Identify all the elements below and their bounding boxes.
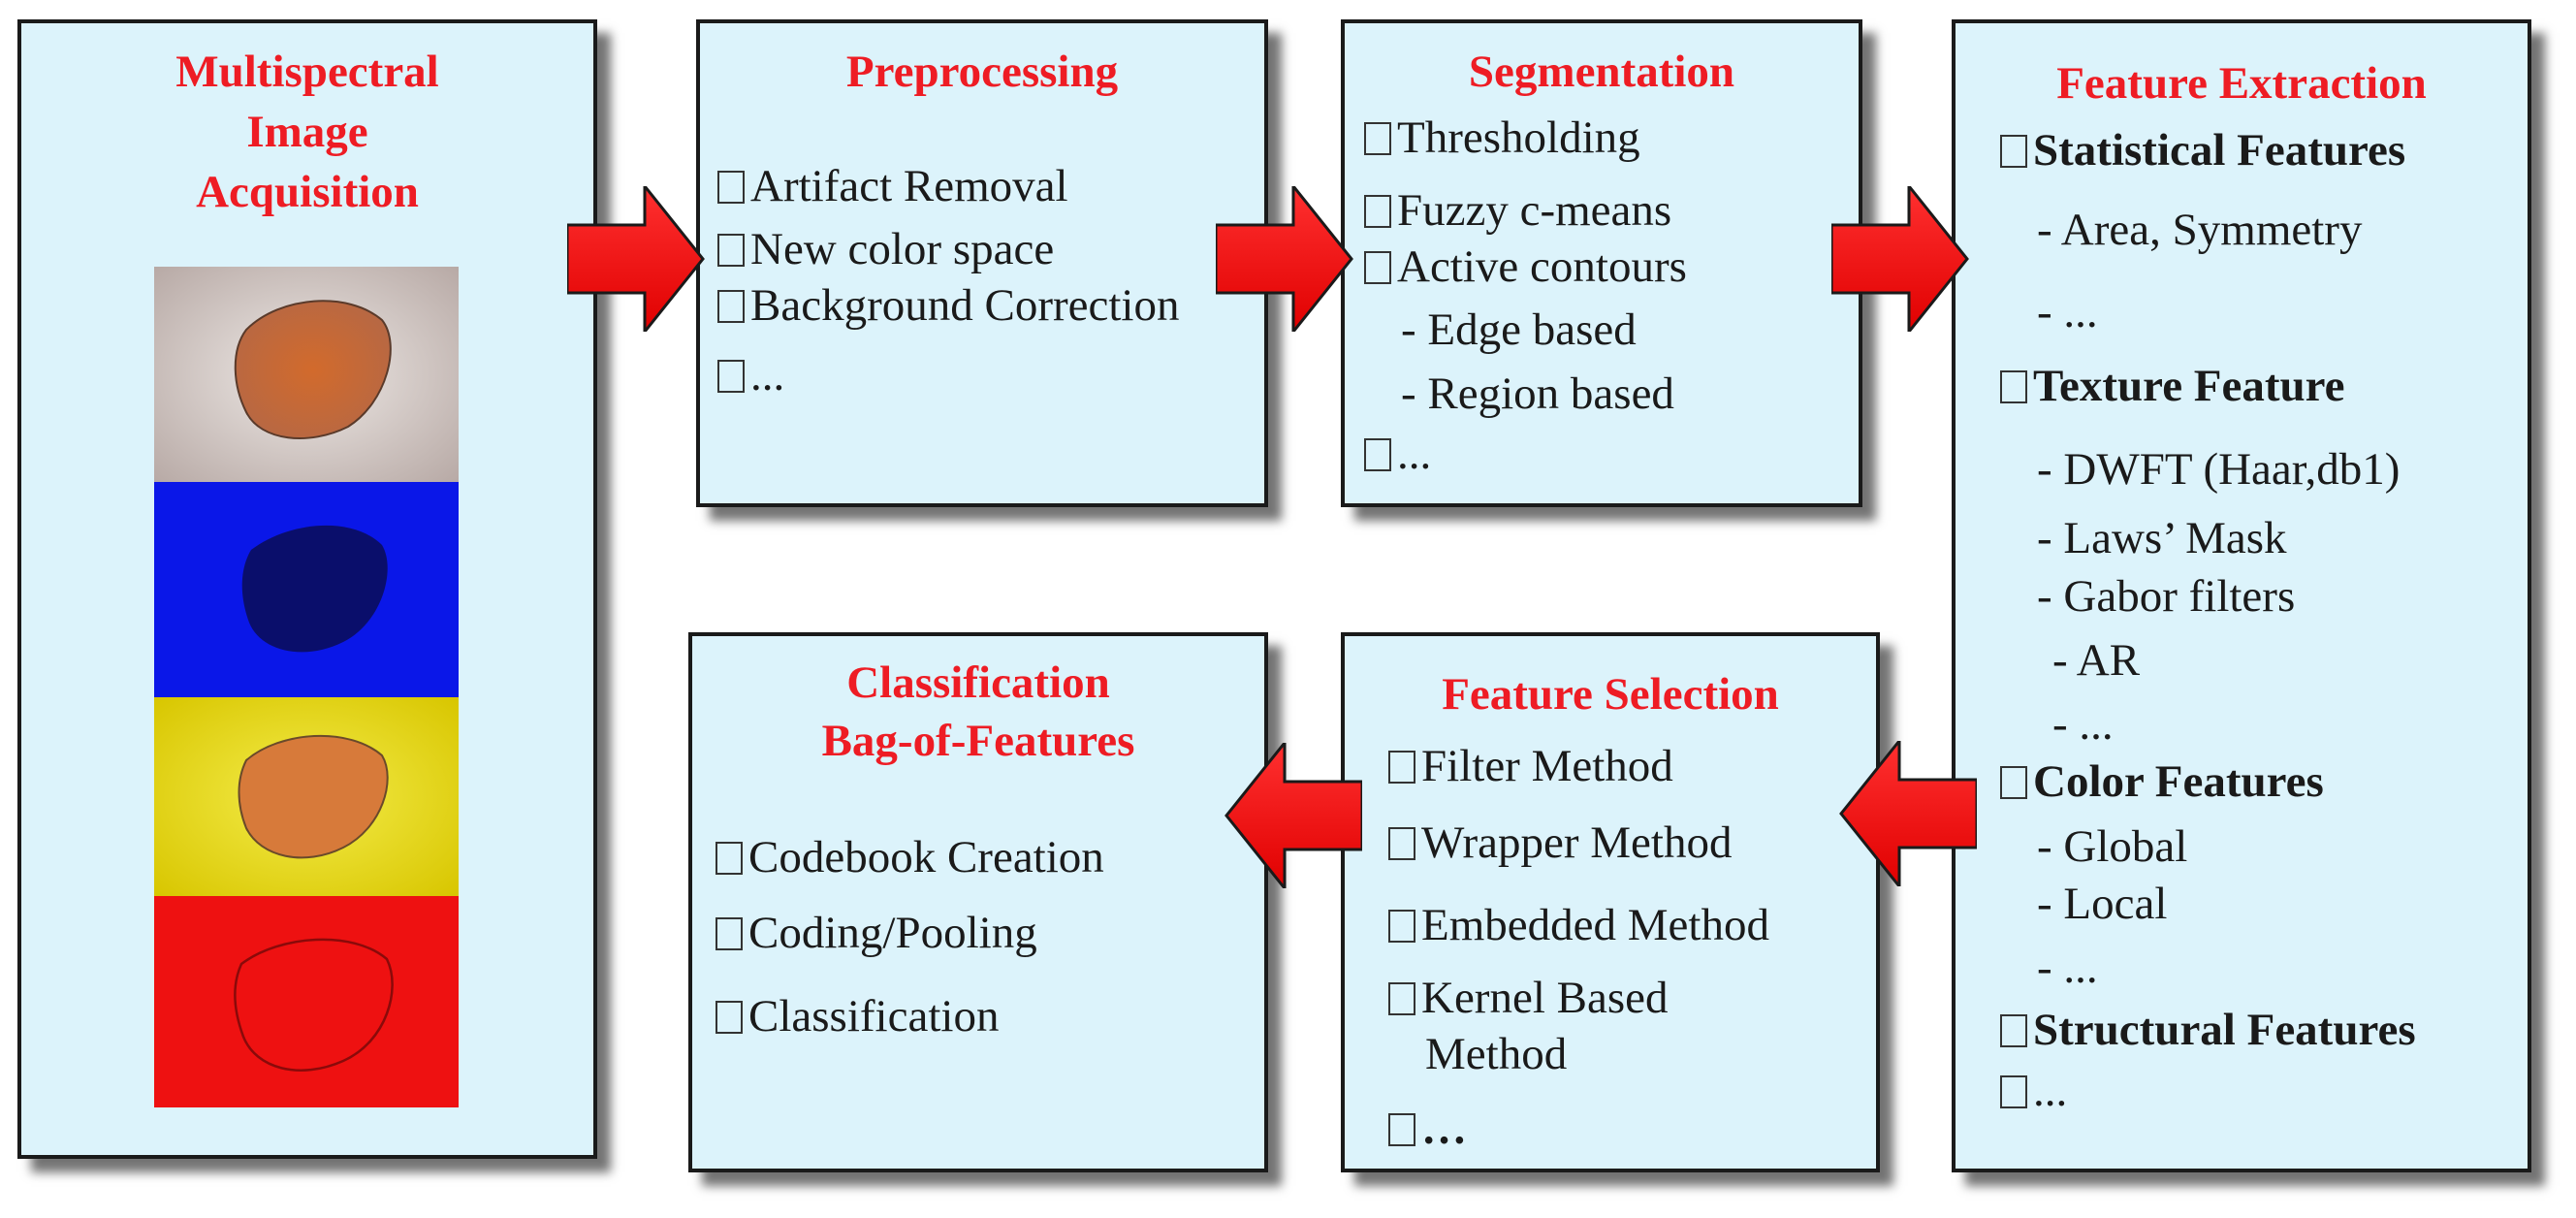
feature-sub-item: - ...	[2037, 287, 2098, 337]
arrow-right-icon	[1831, 186, 1969, 332]
bullet-icon	[1388, 982, 1415, 1015]
preprocessing-box: Preprocessing Artifact Removal New color…	[696, 19, 1268, 507]
segmentation-item: Thresholding	[1364, 111, 1640, 165]
feature-sub-item: - Local	[2037, 879, 2168, 929]
preprocessing-item: ...	[717, 348, 784, 402]
bullet-icon	[716, 917, 743, 950]
feature-sub-item: - Laws’ Mask	[2037, 513, 2287, 563]
feature-sub-item: - Global	[2037, 821, 2188, 872]
classification-title-line-1: Classification	[846, 657, 1110, 708]
dermoscopy-photo-blue	[154, 482, 459, 697]
feature-selection-item: Wrapper Method	[1388, 816, 1732, 870]
bullet-icon	[1364, 195, 1391, 228]
arrow-left-icon	[1224, 743, 1362, 888]
feature-sub-item: - ...	[2052, 699, 2114, 750]
bullet-icon	[1364, 122, 1391, 155]
bullet-icon	[2000, 370, 2027, 403]
feature-sub-item: - AR	[2052, 635, 2141, 686]
classification-title-line-2: Bag-of-Features	[821, 716, 1135, 766]
acquisition-title-line-1: Multispectral	[175, 47, 439, 97]
feature-group-statistical: Statistical Features	[2000, 123, 2405, 177]
feature-selection-item-continuation: Method	[1425, 1029, 1568, 1079]
feature-sub-item: - Area, Symmetry	[2037, 205, 2363, 255]
feature-group-structural: Structural Features	[2000, 1003, 2416, 1057]
bullet-icon	[2000, 135, 2027, 168]
feature-selection-item: Filter Method	[1388, 739, 1673, 793]
segmentation-sub-item: - Edge based	[1401, 304, 1637, 355]
bullet-icon	[1388, 751, 1415, 784]
bullet-icon	[717, 290, 745, 323]
bullet-icon	[716, 842, 743, 875]
feature-extraction-title: Feature Extraction	[2056, 58, 2427, 109]
bullet-icon	[2000, 1014, 2027, 1047]
segmentation-item: ...	[1364, 427, 1431, 481]
bullet-icon	[717, 171, 745, 204]
segmentation-box: Segmentation Thresholding Fuzzy c-means …	[1341, 19, 1862, 507]
bullet-icon	[2000, 766, 2027, 799]
bullet-icon	[717, 360, 745, 393]
preprocessing-item: New color space	[717, 222, 1054, 276]
acquisition-title-line-3: Acquisition	[196, 167, 419, 217]
feature-selection-box: Feature Selection Filter Method Wrapper …	[1341, 632, 1880, 1172]
feature-selection-item: Kernel Based	[1388, 971, 1668, 1025]
arrow-right-icon	[567, 186, 705, 332]
feature-sub-item: - ...	[2037, 943, 2098, 993]
feature-item-more: ...	[2000, 1064, 2067, 1118]
segmentation-item: Active contours	[1364, 240, 1687, 294]
classification-item: Coding/Pooling	[716, 906, 1037, 960]
arrow-left-icon	[1839, 741, 1977, 886]
arrow-right-icon	[1216, 186, 1353, 332]
preprocessing-title: Preprocessing	[845, 47, 1119, 97]
bullet-icon	[1388, 910, 1415, 943]
dermoscopy-photo-red	[154, 896, 459, 1107]
bullet-icon	[1364, 251, 1391, 284]
acquisition-title-line-2: Image	[246, 107, 368, 157]
feature-selection-item: Embedded Method	[1388, 898, 1769, 952]
bullet-icon	[2000, 1075, 2027, 1108]
segmentation-title: Segmentation	[1468, 47, 1735, 97]
feature-sub-item: - DWFT (Haar,db1)	[2037, 444, 2401, 495]
bullet-icon	[1388, 1113, 1415, 1146]
preprocessing-item: Background Correction	[717, 278, 1179, 333]
classification-item: Codebook Creation	[716, 830, 1104, 884]
preprocessing-item: Artifact Removal	[717, 159, 1068, 213]
feature-selection-title: Feature Selection	[1442, 669, 1779, 720]
classification-item: Classification	[716, 989, 999, 1043]
bullet-icon	[716, 1001, 743, 1034]
acquisition-box: Multispectral Image Acquisition	[17, 19, 597, 1159]
bullet-icon	[717, 234, 745, 267]
feature-selection-item: …	[1388, 1102, 1467, 1156]
feature-group-texture: Texture Feature	[2000, 359, 2345, 413]
bullet-icon	[1388, 827, 1415, 860]
dermoscopy-photo-yellow	[154, 697, 459, 896]
segmentation-sub-item: - Region based	[1401, 369, 1674, 419]
bullet-icon	[1364, 438, 1391, 471]
feature-sub-item: - Gabor filters	[2037, 571, 2296, 622]
segmentation-item: Fuzzy c-means	[1364, 183, 1671, 238]
feature-group-color: Color Features	[2000, 754, 2324, 809]
classification-box: Classification Bag-of-Features Codebook …	[688, 632, 1268, 1172]
feature-extraction-box: Feature Extraction Statistical Features …	[1952, 19, 2531, 1172]
dermoscopy-photo-natural	[154, 267, 459, 482]
